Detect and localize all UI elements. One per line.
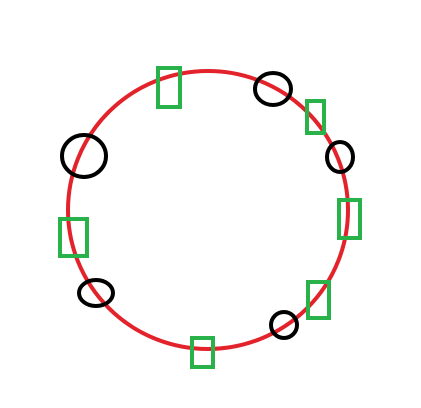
marker-rect-1 — [156, 66, 182, 109]
marker-ellipse-4 — [77, 278, 115, 308]
marker-ellipse-3 — [60, 133, 108, 179]
main-circle — [66, 69, 350, 351]
marker-rect-5 — [306, 280, 331, 320]
marker-rect-3 — [337, 198, 362, 240]
marker-ellipse-1 — [253, 71, 293, 107]
marker-rect-2 — [305, 99, 326, 135]
marker-ellipse-5 — [269, 310, 299, 340]
marker-rect-4 — [58, 217, 89, 258]
marker-rect-6 — [190, 336, 215, 369]
marker-ellipse-2 — [325, 140, 355, 174]
